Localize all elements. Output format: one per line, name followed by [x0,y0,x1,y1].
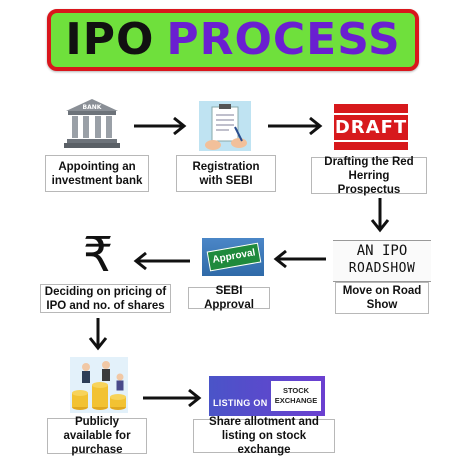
arrow-right-3 [143,388,202,408]
step-caption-deciding-pricing: Deciding on pricing of IPO and no. of sh… [40,284,171,313]
step-caption-road-show: Move on Road Show [335,282,429,314]
exchange-text: EXCHANGE [274,396,318,405]
title-banner: IPO PROCESS [47,9,419,71]
roadshow-text-line2: ROADSHOW [348,261,416,276]
roadshow-text-line1: AN IPO [356,243,408,259]
bank-building-icon: BANK [64,99,120,148]
stock-exchange-banner-icon: LISTING ON STOCK EXCHANGE [209,376,325,416]
approval-sign-icon: Approval [202,238,264,276]
step-caption-appointing-bank: Appointing an investment bank [45,155,149,192]
arrow-down-2 [88,318,108,351]
arrow-left-2 [133,251,190,271]
arrow-left-1 [273,249,326,269]
listing-on-text: LISTING ON [213,398,268,408]
arrow-down-1 [370,198,390,233]
roadshow-sign-icon: AN IPO ROADSHOW [333,240,431,282]
title-word-ipo: IPO [65,14,155,65]
rupee-icon: ₹ [82,227,114,283]
stock-text: STOCK [282,386,310,395]
arrow-right-2 [268,116,323,136]
title-word-process: PROCESS [166,14,401,65]
draft-stamp-icon: DRAFT [326,104,416,150]
arrow-right-1 [134,116,187,136]
document-signing-icon [199,101,251,151]
step-caption-drafting-prospectus: Drafting the Red Herring Prospectus [311,156,427,196]
bank-icon-text: BANK [83,104,102,111]
step-caption-share-allotment: Share allotment and listing on stock exc… [193,416,335,456]
approval-sign-text: Approval [206,242,262,272]
step-caption-registration-sebi: Registration with SEBI [176,155,276,192]
stock-exchange-label: STOCK EXCHANGE [271,381,321,411]
draft-stamp-text: DRAFT [326,112,416,142]
investors-coins-icon [70,357,128,413]
step-caption-publicly-available: Publicly available for purchase [47,416,147,456]
step-caption-sebi-approval: SEBI Approval [188,285,270,311]
